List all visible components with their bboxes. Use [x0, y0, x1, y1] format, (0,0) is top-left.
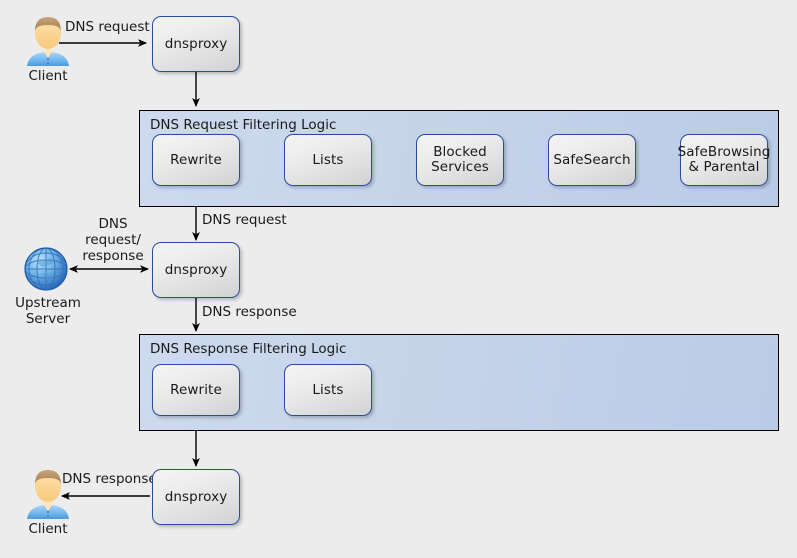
dns-response-filtering-group: DNS Response Filtering Logic [139, 334, 779, 431]
user-icon [27, 17, 69, 66]
stage-rewrite-response-label: Rewrite [170, 381, 222, 398]
stage-safebrowsing-parental[interactable]: SafeBrowsing & Parental [677, 134, 771, 186]
globe-icon [24, 247, 68, 291]
edge-label-upstream: DNS request/ response [78, 216, 148, 264]
dnsproxy-bottom-node[interactable]: dnsproxy [152, 469, 240, 525]
stage-rewrite-request[interactable]: Rewrite [152, 134, 240, 186]
upstream-server-label-line1: Upstream [15, 295, 81, 311]
stage-safesearch-label: SafeSearch [553, 151, 631, 168]
stage-rewrite-response[interactable]: Rewrite [152, 364, 240, 416]
edge-label-proxy-to-request-group: DNS request [202, 212, 287, 228]
user-icon [27, 470, 69, 519]
stage-blocked-services[interactable]: Blocked Services [416, 134, 504, 186]
stage-lists-request-label: Lists [312, 151, 344, 168]
stage-safesearch[interactable]: SafeSearch [548, 134, 636, 186]
stage-lists-response-label: Lists [312, 381, 344, 398]
edge-label-upstream-line2: request/ [85, 232, 141, 248]
stage-lists-response[interactable]: Lists [284, 364, 372, 416]
dnsproxy-middle-node[interactable]: dnsproxy [152, 242, 240, 298]
dns-request-filtering-title: DNS Request Filtering Logic [150, 117, 337, 133]
stage-rewrite-request-label: Rewrite [170, 151, 222, 168]
dnsproxy-top-node[interactable]: dnsproxy [152, 16, 240, 72]
edge-label-upstream-line1: DNS [98, 216, 128, 232]
edge-label-client-to-proxy: DNS request [65, 19, 150, 35]
dns-response-filtering-title: DNS Response Filtering Logic [150, 341, 347, 357]
stage-safebrowsing-parental-label-line1: SafeBrowsing [677, 144, 771, 160]
stage-lists-request[interactable]: Lists [284, 134, 372, 186]
dnsproxy-top-label: dnsproxy [164, 35, 228, 52]
dnsproxy-middle-label: dnsproxy [164, 261, 228, 278]
client-top-label: Client [28, 68, 68, 84]
edge-label-upstream-line3: response [82, 248, 144, 264]
stage-blocked-services-label-line1: Blocked [433, 144, 487, 160]
client-bottom-label: Client [28, 521, 68, 537]
stage-safebrowsing-parental-label-line2: & Parental [688, 159, 760, 175]
stage-blocked-services-label-line2: Services [431, 159, 489, 175]
dnsproxy-bottom-label: dnsproxy [164, 488, 228, 505]
edge-label-proxy-to-client: DNS response [62, 471, 157, 487]
upstream-server-label-line2: Server [25, 311, 71, 327]
edge-label-proxy-to-response-group: DNS response [202, 304, 297, 320]
upstream-server-label: Upstream Server [7, 295, 89, 327]
dns-request-filtering-group: DNS Request Filtering Logic [139, 110, 779, 207]
